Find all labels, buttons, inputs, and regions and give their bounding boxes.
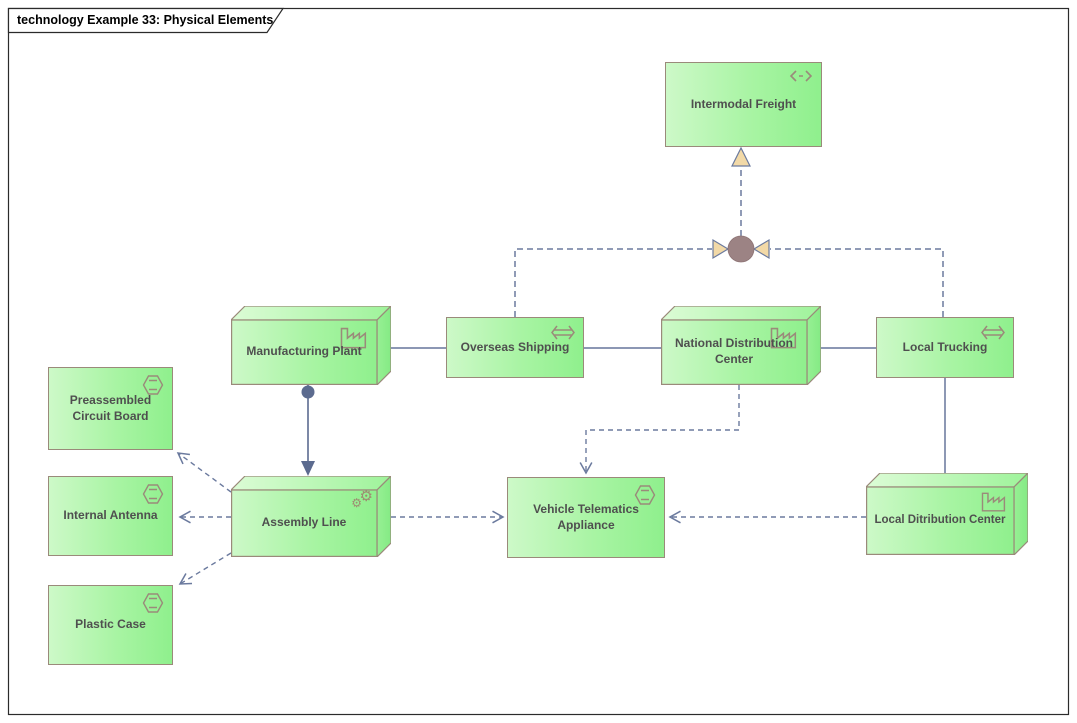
node-overseas-shipping[interactable]: Overseas Shipping xyxy=(446,317,584,378)
node-vehicle-telematics-appliance[interactable]: Vehicle Telematics Appliance xyxy=(507,477,665,558)
diagram-frame xyxy=(7,7,1070,716)
node-label: Preassembled Circuit Board xyxy=(69,392,152,423)
node-local-ditribution-center[interactable]: Local Ditribution Center xyxy=(866,473,1028,555)
node-3d-shape xyxy=(231,306,391,385)
diagram-title: technology Example 33: Physical Elements xyxy=(17,13,274,27)
path-icon xyxy=(981,325,1005,340)
facility-icon xyxy=(770,327,797,349)
node-internal-antenna[interactable]: Internal Antenna xyxy=(48,476,173,556)
node-label: National Distribution Center xyxy=(675,336,793,366)
assignment-ball xyxy=(301,385,315,399)
node-national-distribution-center[interactable]: National Distribution Center xyxy=(661,306,821,385)
node-3d-shape xyxy=(661,306,821,385)
equipment-icon: ⚙⚙ xyxy=(351,487,373,510)
node-preassembled-circuit-board[interactable]: Preassembled Circuit Board xyxy=(48,367,173,450)
path-icon xyxy=(551,325,575,340)
node-local-trucking[interactable]: Local Trucking xyxy=(876,317,1014,378)
conn-national-telematics[interactable] xyxy=(579,385,740,475)
node-label: Manufacturing Plant xyxy=(246,344,362,359)
node-label: Overseas Shipping xyxy=(460,339,570,354)
title-tab-shape xyxy=(7,7,285,34)
conn-manufacturing-assembly[interactable] xyxy=(301,385,315,476)
node-label: Plastic Case xyxy=(75,617,146,632)
conn-assembly-plasticcase[interactable] xyxy=(178,552,232,585)
node-label: Assembly Line xyxy=(261,515,347,530)
filled-arrowhead xyxy=(301,461,315,476)
node-intermodal-freight[interactable]: Intermodal Freight xyxy=(665,62,822,147)
conn-assembly-circuitboard[interactable] xyxy=(176,452,232,493)
node-label: Internal Antenna xyxy=(63,508,158,523)
node-3d-shape xyxy=(231,476,391,557)
node-assembly-line[interactable]: ⚙⚙ Assembly Line xyxy=(231,476,391,557)
tan-arrowhead-left xyxy=(712,238,730,260)
material-icon xyxy=(142,375,164,395)
node-label: Intermodal Freight xyxy=(690,96,797,111)
facility-icon xyxy=(981,492,1006,512)
conn-trucking-junction[interactable] xyxy=(770,248,944,317)
node-3d-shape xyxy=(866,473,1028,555)
node-manufacturing-plant[interactable]: Manufacturing Plant xyxy=(231,306,391,385)
junction-node[interactable] xyxy=(727,235,755,263)
tan-arrowhead-right xyxy=(752,238,770,260)
material-icon xyxy=(142,593,164,613)
node-plastic-case[interactable]: Plastic Case xyxy=(48,585,173,665)
facility-icon xyxy=(340,327,367,349)
node-label: Local Ditribution Center xyxy=(874,514,1006,527)
material-icon xyxy=(634,485,656,505)
tan-triangle-arrowhead xyxy=(731,146,751,167)
material-icon xyxy=(142,484,164,504)
conn-overseas-junction[interactable] xyxy=(514,248,712,317)
node-label: Vehicle Telematics Appliance xyxy=(533,501,639,532)
distribution-network-icon xyxy=(789,70,813,82)
node-label: Local Trucking xyxy=(902,339,988,354)
